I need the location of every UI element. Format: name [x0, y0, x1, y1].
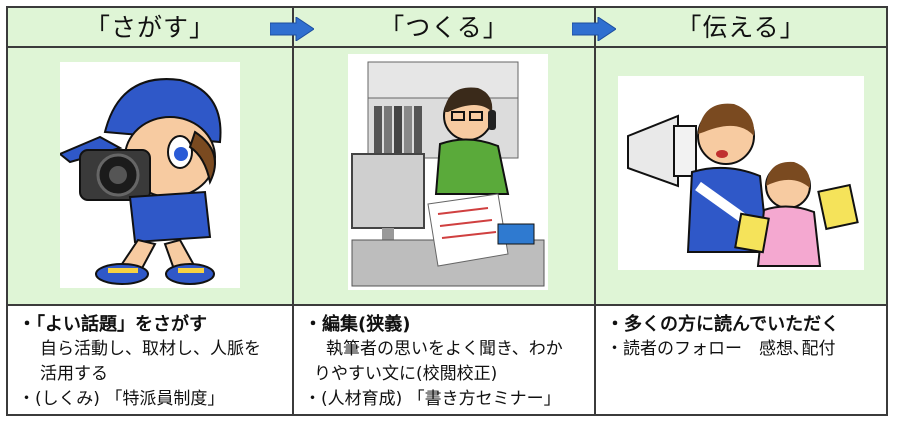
flow-table: 「さがす」	[6, 6, 888, 416]
illustration-panel	[8, 48, 292, 306]
step-column-deliver: 「伝える」 ・多くの方に	[594, 8, 886, 414]
step-mechanism: ・(しくみ) 「特派員制度」	[18, 389, 225, 409]
step-detail: 活用する	[40, 364, 108, 384]
step-title: 「さがす」	[8, 8, 292, 48]
step-detail: 自ら活動し、取材し、人脈を	[40, 339, 261, 359]
camera-kid-icon	[60, 62, 240, 288]
illustration-panel	[294, 48, 594, 306]
step-main-point: ・多くの方に読んでいただく	[606, 314, 840, 335]
step-detail: りやすい文に(校閲校正)	[314, 364, 498, 384]
editor-at-desk-icon	[348, 54, 548, 290]
step-title: 「つくる」	[294, 8, 594, 48]
step-main-point: ・編集(狭義)	[304, 314, 411, 335]
illustration-panel	[596, 48, 886, 306]
step-title: 「伝える」	[596, 8, 886, 48]
step-column-create: 「つくる」	[292, 8, 594, 414]
step-mechanism: ・(人材育成) 「書き方セミナー」	[304, 389, 561, 409]
step-description: ・「よい話題」をさがす 自ら活動し、取材し、人脈を 活用する ・(しくみ) 「特…	[8, 306, 292, 414]
step-main-point: ・「よい話題」をさがす	[18, 314, 207, 335]
step-description: ・編集(狭義) 執筆者の思いをよく聞き、わか りやすい文に(校閲校正) ・(人材…	[294, 306, 594, 414]
step-detail: 執筆者の思いをよく聞き、わか	[326, 339, 563, 359]
arrow-right-icon	[270, 17, 314, 41]
megaphone-icon	[618, 76, 864, 270]
step-description: ・多くの方に読んでいただく ・読者のフォロー 感想､配付	[596, 306, 886, 414]
step-column-search: 「さがす」	[8, 8, 292, 414]
step-detail: ・読者のフォロー 感想､配付	[606, 339, 836, 359]
arrow-right-icon	[572, 17, 616, 41]
